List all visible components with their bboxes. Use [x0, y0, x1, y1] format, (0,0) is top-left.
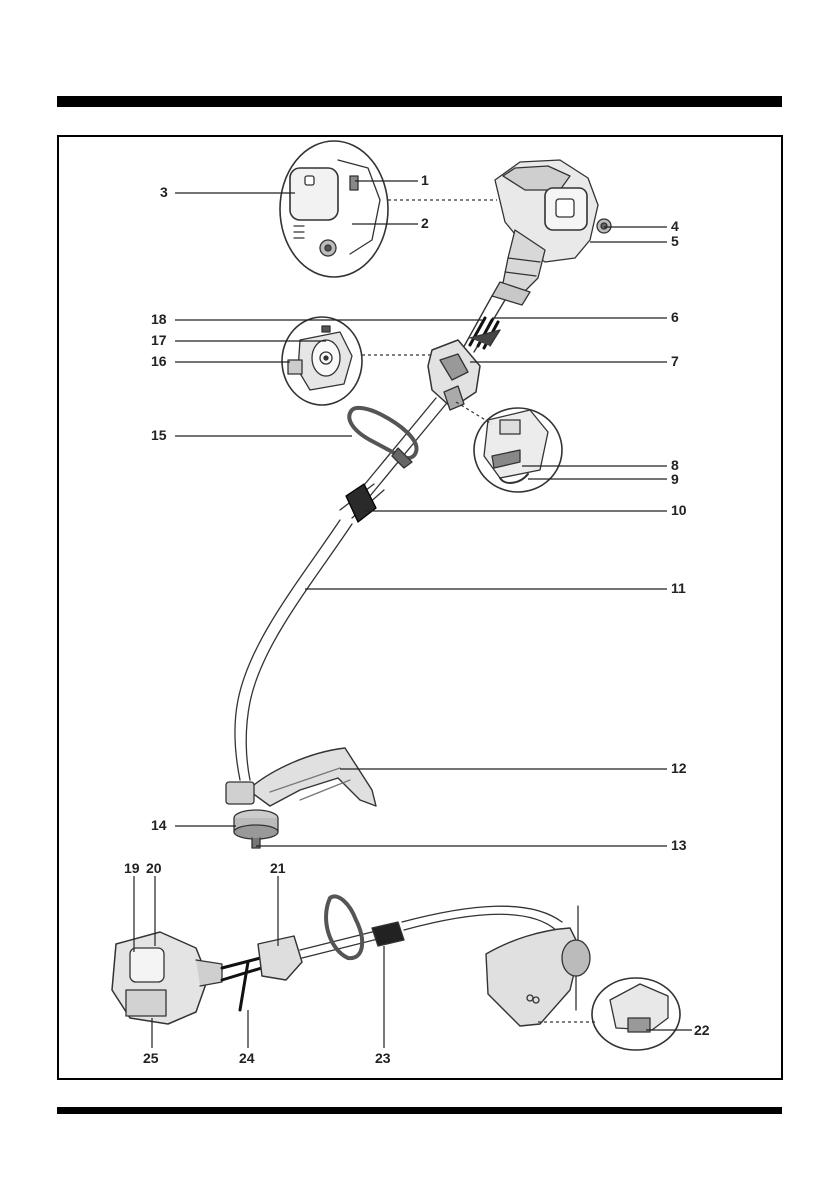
callout-4: 4: [671, 218, 679, 234]
callout-18: 18: [151, 311, 167, 327]
callout-7: 7: [671, 353, 679, 369]
callout-22: 22: [694, 1022, 710, 1038]
callout-1: 1: [421, 172, 429, 188]
detail-engine-side: [280, 141, 388, 277]
loop-handle-illustration: [349, 408, 416, 468]
callout-23: 23: [375, 1050, 391, 1066]
callout-6: 6: [671, 309, 679, 325]
upper-shaft-illustration: [462, 296, 505, 352]
detail-handle-controls: [282, 317, 362, 405]
callout-20: 20: [146, 860, 162, 876]
callout-24: 24: [239, 1050, 255, 1066]
callout-3: 3: [160, 184, 168, 200]
guard-illustration: [248, 748, 376, 806]
engine-illustration: [492, 160, 611, 305]
rear-handle-illustration: [428, 340, 480, 410]
callout-5: 5: [671, 233, 679, 249]
callout-17: 17: [151, 332, 167, 348]
callout-10: 10: [671, 502, 687, 518]
detail-connectors: [362, 200, 598, 1022]
callout-2: 2: [421, 215, 429, 231]
callout-11: 11: [671, 580, 686, 596]
side-view-illustration: [112, 896, 680, 1050]
callout-16: 16: [151, 353, 167, 369]
callout-25: 25: [143, 1050, 159, 1066]
callout-21: 21: [270, 860, 286, 876]
callout-14: 14: [151, 817, 167, 833]
callout-13: 13: [671, 837, 687, 853]
callout-15: 15: [151, 427, 167, 443]
callout-12: 12: [671, 760, 687, 776]
callout-9: 9: [671, 471, 679, 487]
leader-lines: [134, 181, 692, 1048]
callout-19: 19: [124, 860, 140, 876]
